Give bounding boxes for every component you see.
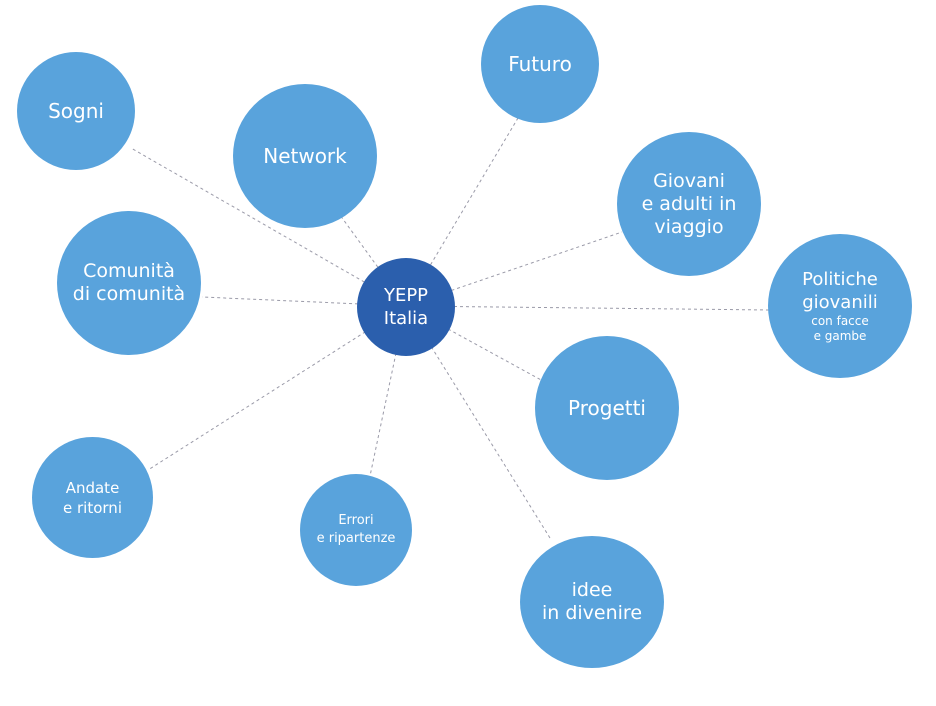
node-label-line-1: Andate <box>65 478 120 497</box>
node-futuro: Futuro <box>481 5 599 123</box>
node-label: Network <box>263 144 347 168</box>
node-comunita: Comunità di comunità <box>57 211 201 355</box>
node-idee: idee in divenire <box>520 536 664 668</box>
node-label-line-1: Errori <box>338 513 374 528</box>
center-label-line-1: YEPP <box>383 285 429 306</box>
node-label-line-2: e adulti in <box>641 192 737 215</box>
node-sublabel-line-1: con facce <box>811 314 869 328</box>
node-label-line-3: viaggio <box>654 215 724 238</box>
node-progetti: Progetti <box>535 336 679 480</box>
link-andate <box>147 305 407 471</box>
node-label: Sogni <box>48 99 104 123</box>
node-label: Progetti <box>568 396 646 420</box>
link-politiche <box>405 305 771 311</box>
node-sublabel-line-2: e gambe <box>813 329 867 343</box>
link-comunita <box>201 296 407 307</box>
node-andate: Andate e ritorni <box>32 437 153 558</box>
node-label-line-1: Politiche <box>802 269 878 290</box>
link-sogni <box>130 147 407 307</box>
center-node-yepp-italia: YEPP Italia <box>357 258 455 356</box>
node-label: Futuro <box>508 52 572 76</box>
node-label-line-2: in divenire <box>541 602 643 624</box>
link-errori <box>369 305 407 477</box>
center-label-line-2: Italia <box>383 308 429 329</box>
node-network: Network <box>233 84 377 228</box>
node-label-line-2: di comunità <box>72 283 186 305</box>
node-label-line-2: giovanili <box>802 292 878 313</box>
node-label-line-1: idee <box>571 579 613 601</box>
node-label-line-2: e ritorni <box>63 498 122 517</box>
node-politiche: Politiche giovanili con facce e gambe <box>768 234 912 378</box>
node-errori: Errori e ripartenze <box>300 474 412 586</box>
node-label-line-2: e ripartenze <box>316 531 396 546</box>
node-label-line-1: Giovani <box>653 169 725 192</box>
node-giovani: Giovani e adulti in viaggio <box>617 132 761 276</box>
node-label-line-1: Comunità <box>83 260 175 282</box>
node-sogni: Sogni <box>17 52 135 170</box>
